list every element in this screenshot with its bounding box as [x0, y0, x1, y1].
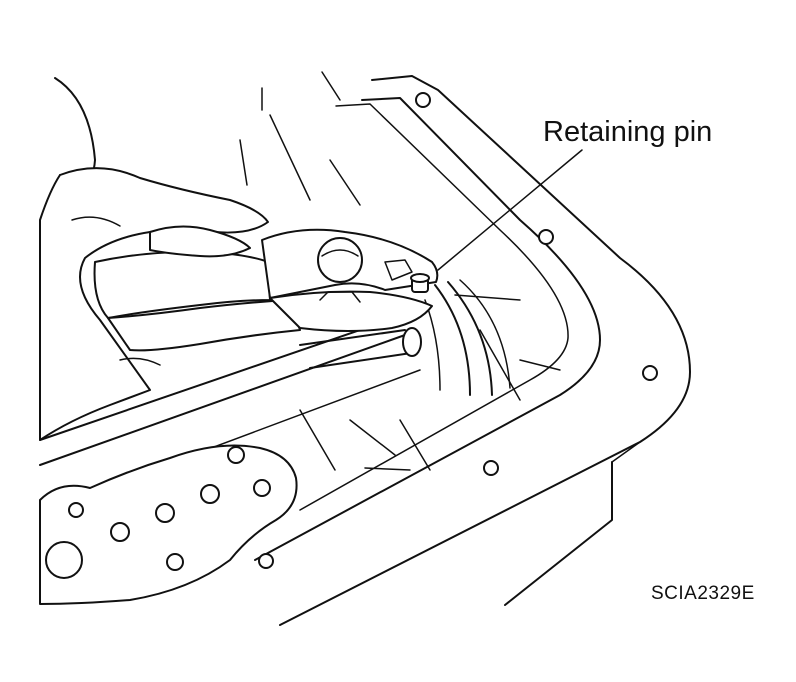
separator-plate: [39, 444, 298, 605]
bolt-hole: [538, 229, 554, 245]
tube: [299, 327, 422, 369]
leader-line: [437, 149, 583, 271]
figure-code: SCIA2329E: [651, 583, 755, 604]
plate-hole: [166, 553, 184, 571]
plate-hole: [155, 503, 175, 523]
plate-hole: [253, 479, 271, 497]
pin-housing: [424, 279, 511, 396]
bolt-hole: [415, 92, 431, 108]
callout-label-retaining-pin: Retaining pin: [543, 116, 713, 148]
pliers-pivot: [317, 237, 363, 283]
bolt-hole: [483, 460, 499, 476]
plate-hole: [45, 541, 83, 579]
plate-hole: [227, 446, 245, 464]
bolt-hole: [258, 553, 274, 569]
retaining-pin: [410, 273, 430, 293]
plate-hole: [110, 522, 130, 542]
bolt-hole: [642, 365, 658, 381]
plate-hole: [68, 502, 84, 518]
plate-hole: [200, 484, 220, 504]
pliers: [93, 225, 439, 352]
bolt-holes: [258, 92, 658, 569]
